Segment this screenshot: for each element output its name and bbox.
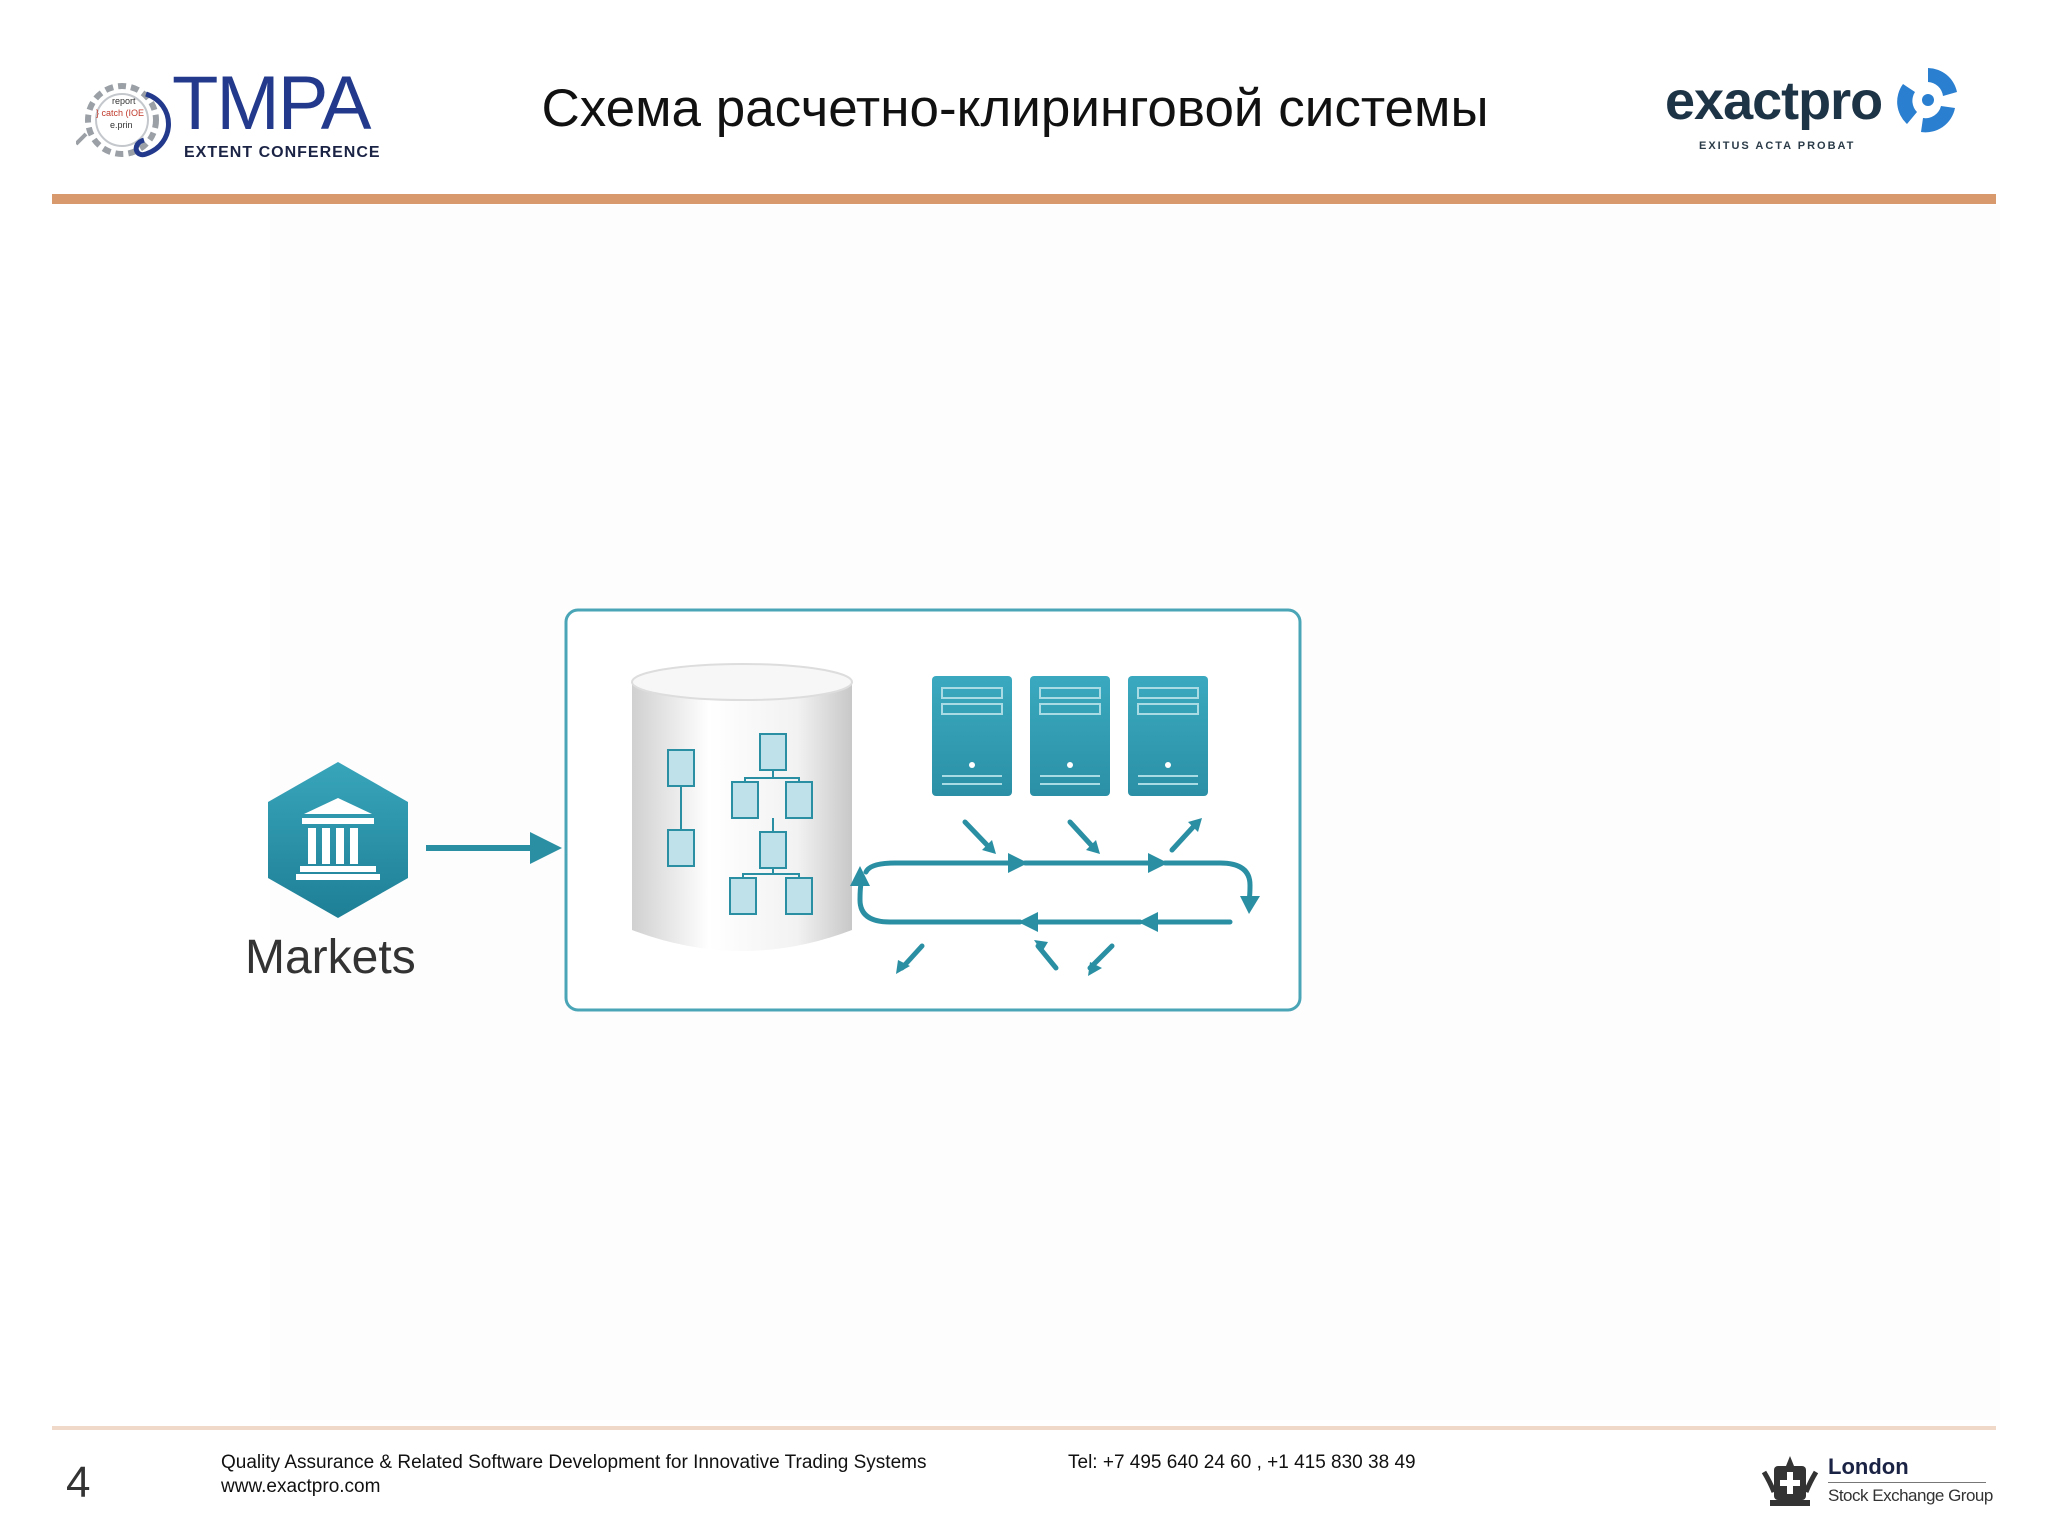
- footer-website[interactable]: www.exactpro.com: [221, 1476, 381, 1497]
- exactpro-wordmark: exactpro: [1665, 71, 1883, 131]
- diagram-graphic: [268, 608, 1302, 1012]
- database-icon: [631, 663, 853, 951]
- cycle-arrowheads: [850, 818, 1260, 976]
- tmpa-subtitle: EXTENT CONFERENCE: [184, 144, 381, 161]
- exactpro-swirl-icon: [1897, 68, 1957, 133]
- tmpa-logo: report } catch (IOE e.prin TMPA EXTENT C…: [76, 61, 396, 170]
- markets-label: Markets: [245, 931, 416, 984]
- exactpro-motto: EXITUS ACTA PROBAT: [1699, 140, 1856, 152]
- server-icon: [932, 676, 1208, 796]
- lseg-logo: London Stock Exchange Group: [1760, 1452, 1993, 1512]
- tmpa-wordmark: TMPA: [172, 61, 371, 146]
- lseg-divider: [1828, 1482, 1986, 1483]
- footer-tagline: Quality Assurance & Related Software Dev…: [221, 1452, 927, 1473]
- page-number: 4: [66, 1458, 91, 1507]
- gear-text-1: report: [112, 96, 136, 106]
- gear-icon: [76, 83, 171, 158]
- footer-divider: [52, 1426, 1996, 1430]
- clearing-diagram: Markets: [230, 600, 1330, 1020]
- lseg-name: London: [1828, 1454, 1909, 1479]
- gear-text-3: e.prin: [110, 120, 133, 130]
- header-divider: [52, 194, 1996, 204]
- gear-text-2: } catch (IOE: [96, 108, 145, 118]
- lseg-subname: Stock Exchange Group: [1828, 1486, 1993, 1505]
- bank-icon: [268, 762, 408, 918]
- crest-icon: [1761, 1456, 1819, 1506]
- page-title: Схема расчетно-клиринговой системы: [541, 79, 1489, 138]
- footer-phone: Tel: +7 495 640 24 60 , +1 415 830 38 49: [1068, 1452, 1416, 1473]
- exactpro-logo: exactpro EXITUS ACTA PROBAT: [1665, 62, 1965, 162]
